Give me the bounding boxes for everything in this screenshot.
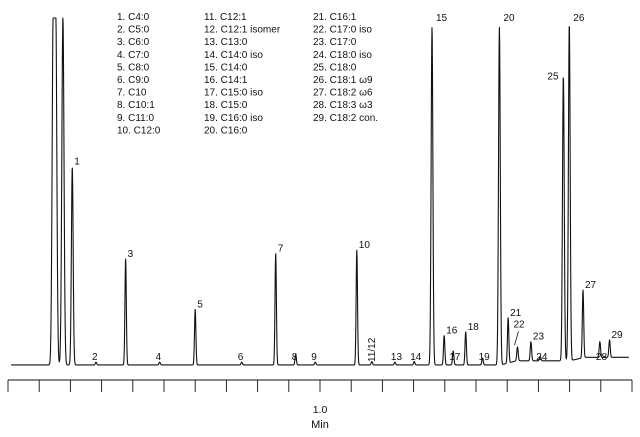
legend-entry: 28. C18:3 ω3 — [313, 100, 373, 111]
peak-label-9: 9 — [311, 352, 317, 363]
legend-entry: 6. C9:0 — [117, 75, 150, 86]
legend-entry: 23. C17:0 — [313, 37, 357, 48]
peak-22-leader — [514, 331, 519, 346]
chromatogram-trace — [10, 17, 630, 366]
legend-entry: 22. C17:0 iso — [313, 25, 372, 36]
peak-label-14: 14 — [410, 352, 422, 363]
peak-label-6: 6 — [238, 352, 244, 363]
legend-entry: 2. C5:0 — [117, 25, 150, 36]
legend-entry: 17. C15:0 iso — [204, 88, 263, 99]
peak-label-5: 5 — [197, 299, 203, 310]
peak-label-20: 20 — [503, 13, 515, 24]
legend-entry: 27. C18:2 ω6 — [313, 88, 373, 99]
legend-entry: 16. C14:1 — [204, 75, 248, 86]
legend-entry: 14. C14:0 iso — [204, 50, 263, 61]
peak-label-28: 28 — [596, 352, 608, 363]
legend-entry: 21. C16:1 — [313, 12, 357, 23]
legend-entry: 19. C16:0 iso — [204, 113, 263, 124]
peak-label-25: 25 — [547, 71, 559, 82]
peak-label-10: 10 — [359, 240, 371, 251]
legend-entry: 15. C14:0 — [204, 62, 248, 73]
peak-label-15: 15 — [436, 13, 448, 24]
x-tick-label: 1.0 — [313, 404, 328, 416]
peak-label-8: 8 — [292, 352, 298, 363]
legend-entry: 24. C18:0 iso — [313, 50, 372, 61]
peak-label-19: 19 — [479, 352, 491, 363]
legend-entry: 20. C16:0 — [204, 125, 248, 136]
peak-label-24: 24 — [536, 352, 548, 363]
legend-entry: 10. C12:0 — [117, 125, 161, 136]
peak-label-16: 16 — [446, 325, 458, 336]
peak-label-3: 3 — [128, 249, 134, 260]
x-axis-title: Min — [311, 419, 329, 431]
legend-entry: 13. C13:0 — [204, 37, 248, 48]
peak-label-23: 23 — [533, 332, 545, 343]
peak-label-17: 17 — [449, 352, 461, 363]
peak-label-22: 22 — [514, 320, 526, 331]
peak-label-4: 4 — [156, 352, 162, 363]
legend-entry: 1. C4:0 — [117, 12, 150, 23]
legend-entry: 9. C11:0 — [117, 113, 154, 124]
legend-entry: 7. C10 — [117, 88, 147, 99]
peak-label-18: 18 — [468, 322, 480, 333]
peak-label-11-12: 11/12 — [367, 337, 378, 362]
legend-entry: 8. C10:1 — [117, 100, 155, 111]
legend-entry: 26. C18:1 ω9 — [313, 75, 373, 86]
peak-label-21: 21 — [510, 308, 522, 319]
legend-entry: 12. C12:1 isomer — [204, 25, 281, 36]
peak-label-26: 26 — [573, 13, 585, 24]
peak-label-13: 13 — [391, 352, 403, 363]
peak-label-7: 7 — [278, 244, 284, 255]
legend-entry: 3. C6:0 — [117, 37, 150, 48]
peak-label-29: 29 — [612, 330, 624, 341]
legend-entry: 25. C18:0 — [313, 62, 357, 73]
peak-label-1: 1 — [74, 157, 80, 168]
legend-entry: 4. C7:0 — [117, 50, 150, 61]
legend-entry: 5. C8:0 — [117, 62, 150, 73]
legend-entry: 18. C15:0 — [204, 100, 248, 111]
peak-label-2: 2 — [92, 352, 98, 363]
legend-entry: 29. C18:2 con. — [313, 113, 378, 124]
peak-label-27: 27 — [585, 280, 597, 291]
legend-entry: 11. C12:1 — [204, 12, 247, 23]
legend: 1. C4:0 2. C5:03. C6:0 4. C7:05. C8:0 6. C9… — [117, 12, 378, 136]
